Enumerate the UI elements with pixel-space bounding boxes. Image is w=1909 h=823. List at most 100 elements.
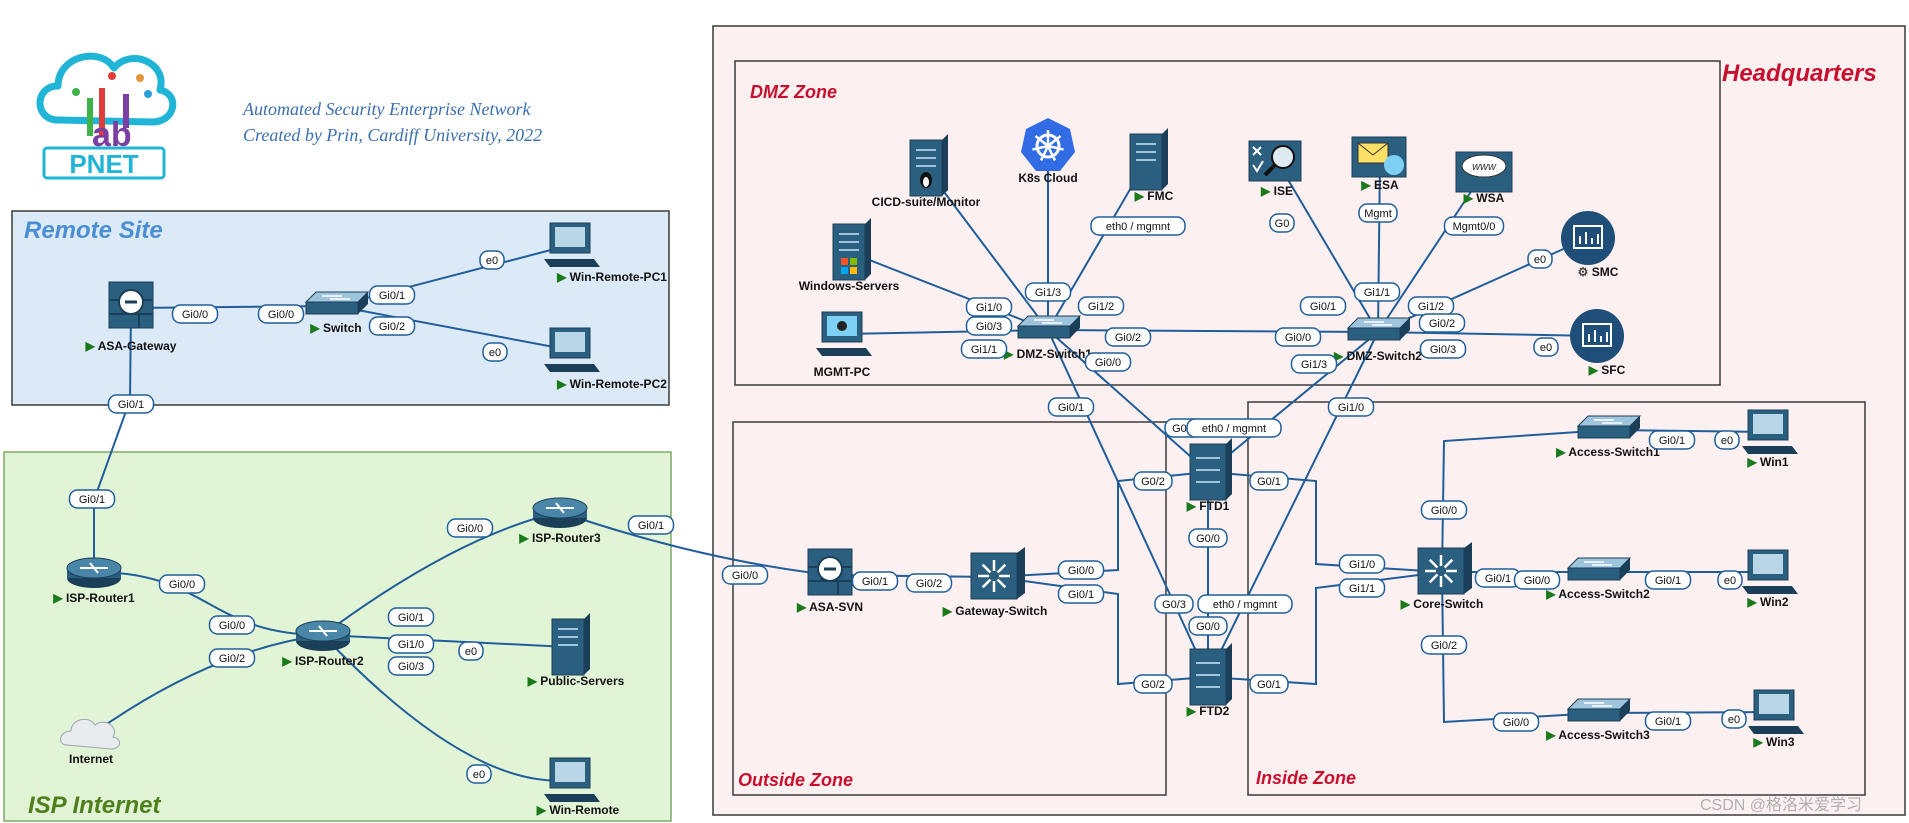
- node-windows-servers[interactable]: Windows-Servers: [799, 218, 900, 293]
- port-label: e0: [1714, 430, 1740, 450]
- node-cicd[interactable]: CICD-suite/Monitor: [872, 134, 981, 209]
- node-ftd2[interactable]: ▶ FTD2: [1186, 643, 1232, 718]
- node-wsa[interactable]: www▶ WSA: [1455, 151, 1513, 205]
- svg-text:Gi0/2: Gi0/2: [1115, 332, 1141, 344]
- port-label: Gi0/0: [208, 615, 256, 635]
- port-label: Gi0/1: [1047, 397, 1095, 417]
- node-esa[interactable]: ▶ ESA: [1351, 136, 1407, 192]
- link-isp-router2-win-remote: [322, 634, 571, 782]
- svg-text:Gi1/2: Gi1/2: [1418, 301, 1444, 313]
- node-access-switch1[interactable]: ▶ Access-Switch1: [1555, 415, 1660, 459]
- port-label: Gi0/0: [158, 574, 206, 594]
- port-label: Gi0/1: [1644, 570, 1692, 590]
- run-icon: ▶: [556, 270, 570, 284]
- svg-text:Gi0/3: Gi0/3: [398, 661, 424, 673]
- port-label: e0: [466, 764, 492, 784]
- node-win-remote[interactable]: ▶ Win-Remote: [536, 757, 620, 817]
- router-icon: [295, 620, 351, 651]
- node-dmz-switch2[interactable]: ▶ DMZ-Switch2: [1333, 317, 1422, 363]
- svg-text:e0: e0: [486, 255, 498, 267]
- svg-text:Gi0/0: Gi0/0: [268, 309, 294, 321]
- node-isp-router2[interactable]: ▶ ISP-Router2: [281, 620, 364, 668]
- node-fmc[interactable]: ▶ FMC: [1129, 128, 1174, 203]
- node-win2[interactable]: ▶ Win2: [1742, 549, 1798, 609]
- run-icon: ▶: [85, 339, 98, 353]
- node-k8s[interactable]: K8s Cloud: [1018, 118, 1078, 185]
- svg-text:Gi1/0: Gi1/0: [1338, 402, 1364, 414]
- port-label: eth0 / mgmnt: [1197, 594, 1293, 614]
- port-label: e0: [479, 250, 505, 270]
- port-label: Gi0/1: [1474, 568, 1522, 588]
- caption-line-2: Created by Prin, Cardiff University, 202…: [243, 125, 543, 145]
- link-dmz-switch1-ftd2: [1047, 329, 1209, 678]
- node-win-remote-pc2[interactable]: ▶ Win-Remote-PC2: [544, 327, 667, 391]
- port-label: Gi0/0: [1274, 327, 1322, 347]
- node-dmz-switch1[interactable]: ▶ DMZ-Switch1: [1003, 315, 1092, 361]
- switch-icon: [1576, 415, 1642, 439]
- port-label: Gi1/3: [1024, 282, 1072, 302]
- svg-text:Gi0/0: Gi0/0: [169, 579, 195, 591]
- node-label: ▶ Public-Servers: [527, 674, 625, 688]
- node-smc[interactable]: ⚙ SMC: [1561, 211, 1619, 279]
- esa-icon: [1351, 136, 1407, 178]
- node-mgmt-pc[interactable]: MGMT-PC: [814, 311, 872, 379]
- port-label: Gi0/3: [965, 316, 1013, 336]
- diagram-caption: Automated Security Enterprise Network Cr…: [243, 96, 542, 148]
- port-label: G0/1: [1249, 471, 1289, 491]
- nodes-layer: ▶ ASA-Gateway▶ Switch▶ Win-Remote-PC1▶ W…: [52, 118, 1804, 817]
- node-asa-svn[interactable]: ▶ ASA-SVN: [796, 548, 863, 614]
- node-win-remote-pc1[interactable]: ▶ Win-Remote-PC1: [544, 222, 668, 284]
- svg-text:G0/1: G0/1: [1257, 679, 1281, 691]
- node-label: ▶ Access-Switch1: [1555, 445, 1660, 459]
- port-label: Gi0/0: [171, 304, 219, 324]
- ftd-icon: [1189, 438, 1232, 501]
- node-name: Win-Remote-PC1: [570, 270, 668, 284]
- node-isp-router1[interactable]: ▶ ISP-Router1: [52, 557, 135, 605]
- svg-text:Gi1/0: Gi1/0: [1349, 559, 1375, 571]
- pc-icon: [1748, 689, 1804, 734]
- node-label: K8s Cloud: [1018, 171, 1077, 185]
- ise-icon: [1248, 140, 1302, 182]
- run-icon: ▶: [1746, 595, 1760, 609]
- node-ise[interactable]: ▶ ISE: [1248, 140, 1302, 198]
- node-name: Windows-Servers: [799, 279, 900, 293]
- node-name: ASA-Gateway: [98, 339, 177, 353]
- node-name: Win2: [1760, 595, 1789, 609]
- run-icon: ▶: [536, 803, 550, 817]
- node-public-servers[interactable]: ▶ Public-Servers: [527, 613, 625, 688]
- port-label: Gi1/1: [1353, 282, 1401, 302]
- port-label: e0: [458, 641, 484, 661]
- watermark: CSDN @格洛米爱学习: [1700, 796, 1862, 814]
- node-access-switch2[interactable]: ▶ Access-Switch2: [1545, 557, 1650, 601]
- node-sfc[interactable]: ▶ SFC: [1570, 309, 1626, 377]
- svg-text:Gi0/1: Gi0/1: [1058, 402, 1084, 414]
- port-label: Gi0/2: [905, 573, 953, 593]
- run-icon: ▶: [1186, 499, 1200, 513]
- node-name: FMC: [1147, 189, 1173, 203]
- svg-text:Gi0/0: Gi0/0: [1524, 575, 1550, 587]
- node-label: MGMT-PC: [814, 365, 871, 379]
- node-label: Internet: [69, 752, 113, 766]
- node-access-switch3[interactable]: ▶ Access-Switch3: [1545, 698, 1650, 742]
- port-label: G0/0: [1188, 528, 1228, 548]
- node-name: Win3: [1766, 735, 1795, 749]
- l3switch-icon: [1417, 542, 1472, 595]
- node-isp-router3[interactable]: ▶ ISP-Router3: [518, 497, 601, 545]
- port-label: Gi0/2: [1418, 313, 1466, 333]
- svg-text:e0: e0: [473, 769, 485, 781]
- node-ftd1[interactable]: ▶ FTD1: [1186, 438, 1232, 513]
- node-asa-gateway[interactable]: ▶ ASA-Gateway: [85, 281, 177, 353]
- node-name: Public-Servers: [540, 674, 624, 688]
- node-gateway-switch[interactable]: ▶ Gateway-Switch: [942, 547, 1048, 618]
- router-icon: [66, 557, 122, 588]
- node-win3[interactable]: ▶ Win3: [1748, 689, 1804, 749]
- node-switch[interactable]: ▶ Switch: [304, 291, 370, 335]
- pc-icon: [1742, 409, 1798, 454]
- node-win1[interactable]: ▶ Win1: [1742, 409, 1798, 469]
- node-internet[interactable]: Internet: [60, 718, 120, 766]
- node-label: ▶ FTD1: [1186, 499, 1230, 513]
- port-label: Gi0/1: [1057, 584, 1105, 604]
- node-core-switch[interactable]: ▶ Core-Switch: [1400, 542, 1484, 611]
